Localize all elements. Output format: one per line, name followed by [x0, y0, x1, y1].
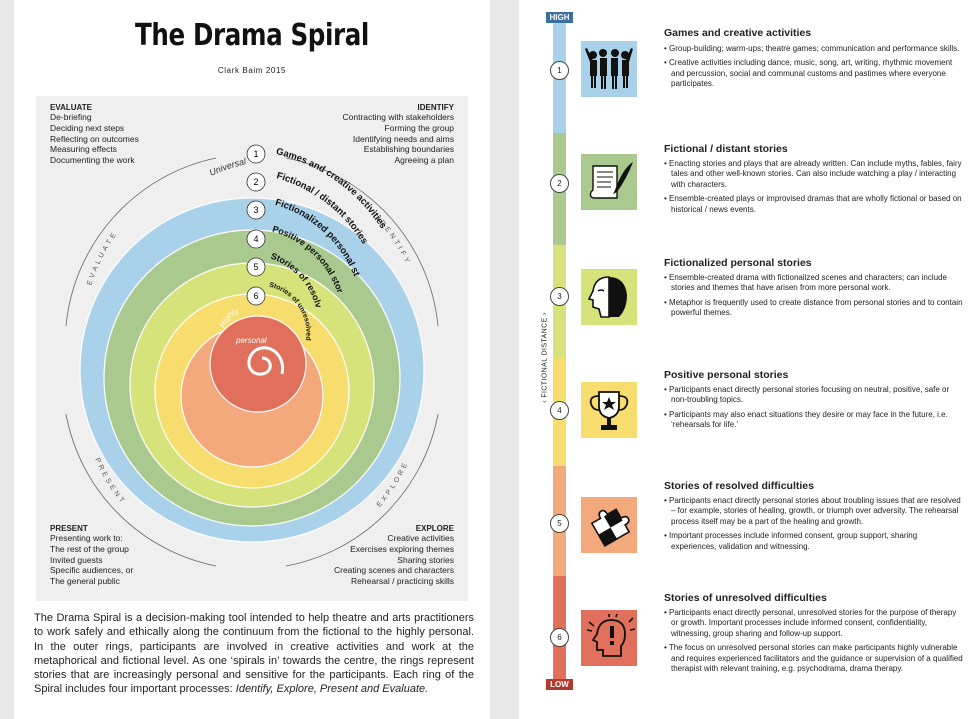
- explore-arc-line: [285, 413, 439, 567]
- description-paragraph: The Drama Spiral is a decision-making to…: [34, 611, 474, 697]
- highly-personal-label-2: personal: [235, 336, 267, 345]
- stage-3-title: Fictionalized personal stories: [664, 257, 812, 269]
- stage-1-text: • Group-building; warm-ups; theatre game…: [664, 44, 964, 94]
- ring-badge-5: 5: [246, 257, 266, 277]
- stage-2-text: • Enacting stories and plays that are al…: [664, 159, 964, 219]
- spiral-swirl: [247, 346, 285, 376]
- identify-heading: IDENTIFY: [417, 103, 454, 112]
- stage-bullet: • Metaphor is frequently used to create …: [664, 297, 963, 318]
- stage-bullet: • Ensemble-created plays or improvised d…: [664, 194, 962, 214]
- stage-bullet: • Participants may also enact situations…: [664, 409, 948, 430]
- present-process: PRESENT Presenting work to: The rest of …: [50, 524, 200, 587]
- svg-text:2: 2: [253, 177, 258, 187]
- description-emphasis: Identify, Explore, Present and Evaluate.: [235, 683, 429, 696]
- stage-4-text: • Participants enact directly personal s…: [664, 385, 964, 435]
- spiral-diagram-panel: EVALUATE De-briefing Deciding next steps…: [36, 96, 468, 601]
- fictional-distance-axis-label: ‹ FICTIONAL DISTANCE ›: [541, 312, 549, 403]
- stage-5-text: • Participants enact directly personal s…: [664, 496, 964, 556]
- identify-arc-line: [285, 157, 439, 327]
- explore-heading: EXPLORE: [415, 524, 454, 533]
- stage-6-title: Stories of unresolved difficulties: [664, 592, 827, 604]
- stage-number-4: 4: [550, 401, 569, 420]
- stage-4-title: Positive personal stories: [664, 369, 789, 381]
- universal-label: Universal: [208, 156, 248, 178]
- explore-item: Creative activities: [387, 533, 454, 543]
- present-item: The rest of the group: [50, 543, 129, 554]
- evaluate-arc-line: [65, 157, 217, 327]
- present-item: Specific audiences, or: [50, 565, 134, 576]
- explore-item: Creating scenes and characters: [333, 565, 454, 576]
- identify-process: IDENTIFY Contracting with stakeholders F…: [284, 103, 454, 166]
- scale-segment-6: [553, 576, 566, 679]
- stage-number-6: 6: [550, 628, 569, 647]
- scale-low-label: LOW: [546, 679, 573, 690]
- evaluate-item: Reflecting on outcomes: [50, 133, 139, 144]
- svg-text:6: 6: [253, 291, 258, 301]
- stage-bullet: • Ensemble-created drama with fictionali…: [664, 273, 947, 293]
- stage-6-text: • Participants enact directly personal, …: [664, 608, 964, 678]
- cycle-arrows: [65, 157, 439, 567]
- stage-5-title: Stories of resolved difficulties: [664, 480, 814, 492]
- left-page: The Drama Spiral Clark Baim 2015 EVALUAT…: [14, 0, 490, 719]
- ring-badge-6: 6: [246, 286, 266, 306]
- stage-number-1: 1: [550, 61, 569, 80]
- identify-item: Agreeing a plan: [394, 155, 454, 166]
- present-item: Invited guests: [50, 554, 103, 565]
- explore-process: EXPLORE Creative activities Exercises ex…: [284, 524, 454, 587]
- stage-bullet: • Participants enact directly personal, …: [664, 608, 957, 638]
- evaluate-item: Deciding next steps: [50, 122, 125, 133]
- explore-item: Sharing stories: [397, 554, 454, 565]
- svg-text:3: 3: [253, 205, 258, 215]
- scale-high-label: HIGH: [546, 12, 573, 23]
- stage-3-text: • Ensemble-created drama with fictionali…: [664, 273, 964, 323]
- stage-bullet: • The focus on unresolved personal stori…: [664, 643, 963, 674]
- stage-bullet: • Participants enact directly personal s…: [664, 385, 950, 405]
- profile-mask-icon: [581, 269, 637, 325]
- stage-number-3: 3: [550, 287, 569, 306]
- evaluate-process: EVALUATE De-briefing Deciding next steps…: [50, 103, 200, 166]
- distressed-head-icon: [581, 610, 637, 666]
- evaluate-item: Documenting the work: [50, 155, 135, 166]
- explore-item: Rehearsal / practicing skills: [351, 576, 454, 587]
- stage-bullet: • Important processes include informed c…: [664, 531, 918, 551]
- svg-text:5: 5: [253, 262, 258, 272]
- present-item: Presenting work to:: [50, 533, 123, 543]
- evaluate-heading: EVALUATE: [50, 103, 92, 112]
- identify-item: Contracting with stakeholders: [342, 112, 454, 122]
- stage-bullet: • Creative activities including dance, m…: [664, 58, 953, 89]
- present-arc-line: [65, 413, 217, 567]
- present-heading: PRESENT: [50, 524, 88, 533]
- scroll-quill-icon: [581, 154, 637, 210]
- stage-2-title: Fictional / distant stories: [664, 143, 788, 155]
- ring-number-badges: 1 2 3 4 5 6: [246, 144, 266, 306]
- svg-text:1: 1: [253, 149, 258, 159]
- stage-bullet: • Participants enact directly personal s…: [664, 496, 961, 526]
- people-group-icon: [581, 41, 637, 97]
- stage-bullet: • Enacting stories and plays that are al…: [664, 159, 962, 189]
- ring-6-unresolved: [209, 315, 307, 413]
- svg-text:4: 4: [253, 234, 258, 244]
- drama-spiral-svg: EVALUATE IDENTIFY PRESENT EXPLORE Univer…: [36, 96, 439, 567]
- author-credit: Clark Baim 2015: [217, 66, 287, 75]
- ring-badge-3: 3: [246, 200, 266, 220]
- ring-badge-2: 2: [246, 172, 266, 192]
- ring-badge-4: 4: [246, 229, 266, 249]
- trophy-icon: [581, 382, 637, 438]
- evaluate-item: De-briefing: [50, 112, 92, 122]
- stage-number-5: 5: [550, 514, 569, 533]
- ring-badge-1: 1: [246, 144, 266, 164]
- stage-1-title: Games and creative activities: [664, 27, 812, 39]
- evaluate-item: Measuring effects: [50, 144, 117, 155]
- right-page: HIGH LOW ‹ FICTIONAL DISTANCE › 1 Games …: [519, 0, 977, 719]
- present-item: The general public: [50, 576, 120, 587]
- puzzle-icon: [581, 497, 637, 553]
- stage-bullet: • Group-building; warm-ups; theatre game…: [664, 44, 960, 53]
- identify-item: Establishing boundaries: [363, 144, 454, 155]
- page-title: The Drama Spiral: [135, 18, 369, 53]
- explore-item: Exercises exploring themes: [350, 543, 454, 554]
- identify-item: Identifying needs and aims: [352, 133, 454, 144]
- stage-number-2: 2: [550, 174, 569, 193]
- description-text: The Drama Spiral is a decision-making to…: [34, 612, 474, 696]
- identify-item: Forming the group: [384, 122, 454, 133]
